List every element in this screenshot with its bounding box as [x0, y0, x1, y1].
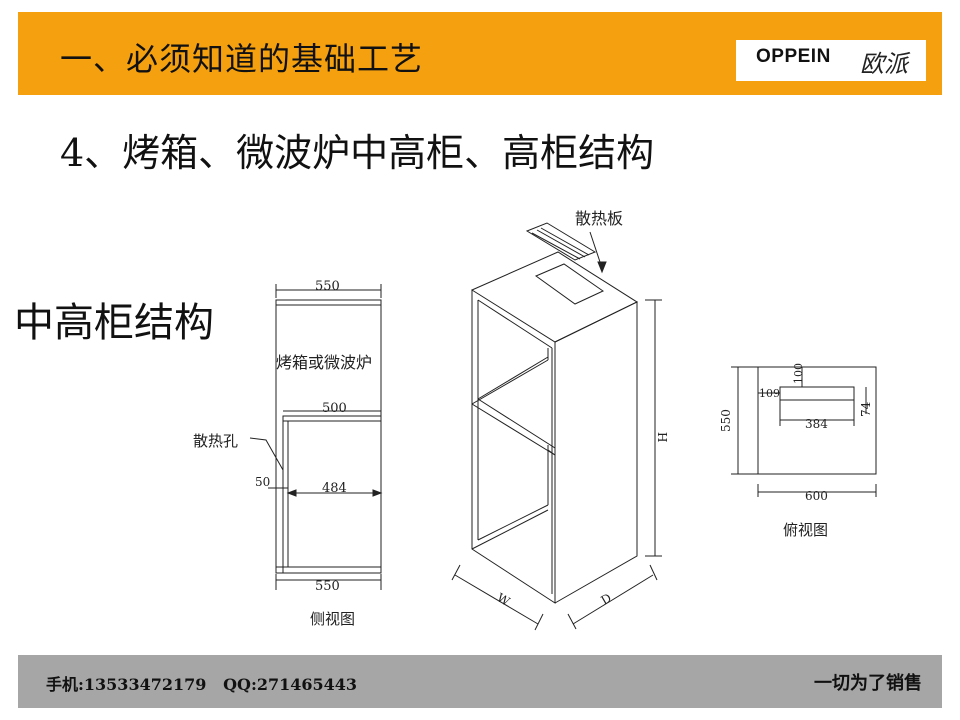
- side-view-caption: 侧视图: [310, 610, 355, 628]
- logo-brand-cn: 欧派: [860, 50, 908, 78]
- side-bottom-width: 550: [315, 579, 340, 594]
- left-heading: 中高柜结构: [14, 300, 214, 346]
- side-shelf-panel: [282, 415, 382, 422]
- vent-hole-label: 散热孔: [193, 432, 238, 450]
- dim-d: [572, 574, 654, 625]
- top-depth: 550: [719, 409, 733, 432]
- top-slot-width: 74: [859, 401, 873, 417]
- footer-slogan: 一切为了销售: [814, 673, 922, 694]
- top-slot-length: 384: [805, 417, 828, 431]
- side-appliance-label: 烤箱或微波炉: [276, 353, 372, 372]
- page-title: 一、必须知道的基础工艺: [60, 40, 424, 78]
- depth-label: D: [599, 591, 614, 608]
- height-label: H: [655, 432, 669, 442]
- footer-bar: 手机:13533472179 QQ:271465443 一切为了销售: [18, 655, 942, 708]
- logo-stripe: [736, 34, 926, 40]
- top-view: [731, 366, 877, 497]
- iso-right-face: [554, 301, 638, 604]
- width-label: W: [495, 590, 513, 609]
- logo-brand-text: OPPEIN: [756, 46, 831, 67]
- vent-leader: [249, 437, 284, 471]
- iso-vent-panel: [525, 222, 597, 261]
- iso-view: [451, 222, 662, 631]
- side-cabinet-outline: [275, 299, 382, 574]
- section-subtitle: 4、烤箱、微波炉中高柜、高柜结构: [60, 131, 655, 175]
- vent-panel-label: 散热板: [575, 209, 623, 228]
- top-outline: [757, 366, 877, 475]
- side-top-width: 550: [315, 279, 340, 294]
- iso-front-face: [471, 290, 556, 604]
- side-top-panel: [275, 299, 382, 306]
- iso-top-face: [470, 251, 639, 343]
- top-offset-top: 100: [792, 363, 805, 384]
- top-slot: [779, 386, 855, 401]
- footer-contact: 手机:13533472179 QQ:271465443: [46, 675, 358, 694]
- dim-w: [454, 574, 539, 625]
- side-inner-depth: 484: [322, 481, 347, 496]
- header-bar: 一、必须知道的基础工艺 OPPEIN 欧派: [18, 12, 942, 95]
- iso-middle-shelf: [471, 398, 556, 456]
- oppein-logo: OPPEIN 欧派: [736, 34, 926, 81]
- side-view: [249, 284, 383, 590]
- vent-offset: 50: [255, 475, 270, 489]
- side-inner-width: 500: [322, 401, 347, 416]
- top-view-caption: 俯视图: [783, 521, 828, 539]
- iso-top-slot: [534, 263, 605, 305]
- top-width: 600: [805, 489, 828, 503]
- side-bottom-panel: [275, 566, 382, 574]
- top-offset-left: 109: [759, 387, 780, 400]
